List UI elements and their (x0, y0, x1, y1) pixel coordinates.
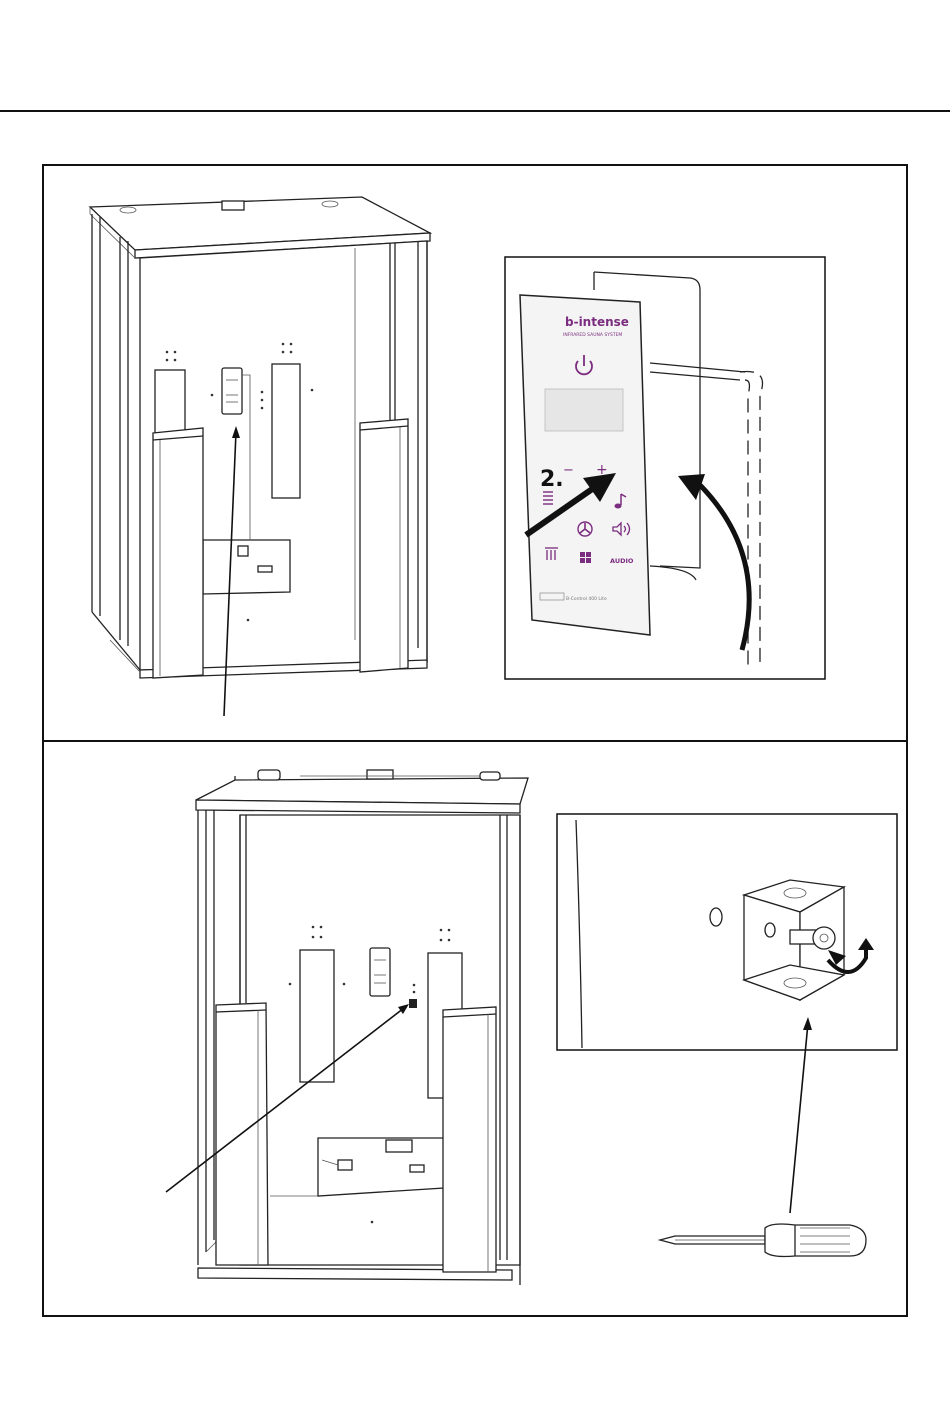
brand-logo: b-intense (565, 315, 629, 329)
sauna-cabin-top (90, 197, 430, 716)
inset-frame-bottom (557, 814, 897, 1050)
control-panel-glass: b-intense INFRARED SAUNA SYSTEM − + 2. (520, 295, 650, 635)
panel-footer-label: B-Control 400 Lite (566, 596, 607, 602)
brand-tagline: INFRARED SAUNA SYSTEM (563, 332, 622, 338)
audio-key: AUDIO (610, 557, 634, 565)
step-label: 2. (540, 467, 564, 492)
minus-key: − (563, 463, 574, 478)
sauna-cabin-bottom (166, 770, 528, 1285)
leader-line-screwdriver (790, 1023, 808, 1213)
display-screen (545, 389, 623, 431)
screwdriver-icon (660, 1224, 866, 1257)
